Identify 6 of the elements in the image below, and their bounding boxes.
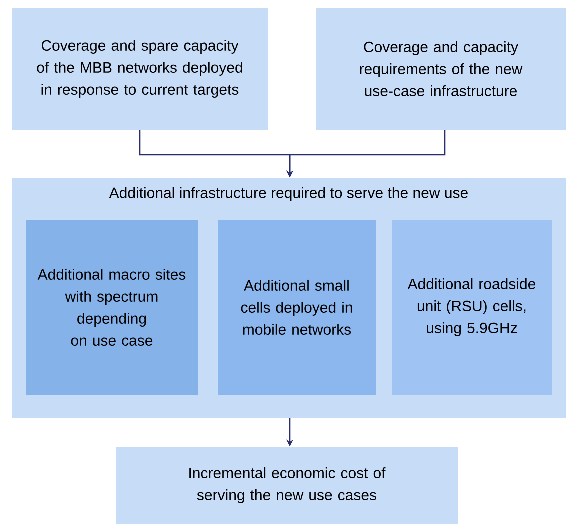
process-box: Coverage and spare capacity of the MBB networks deployed in response to current targets <box>12 8 268 130</box>
process-box: Additional macro sites with spectrum depending on use case <box>26 220 198 395</box>
process-box: Additional roadside unit (RSU) cells, using 5.9GHz <box>392 220 552 395</box>
process-box: Additional small cells deployed in mobile networks <box>218 220 376 395</box>
process-box: Incremental economic cost of serving the new use cases <box>116 446 458 524</box>
process-box: Coverage and capacity requirements of the new use-case infrastructure <box>316 8 566 130</box>
